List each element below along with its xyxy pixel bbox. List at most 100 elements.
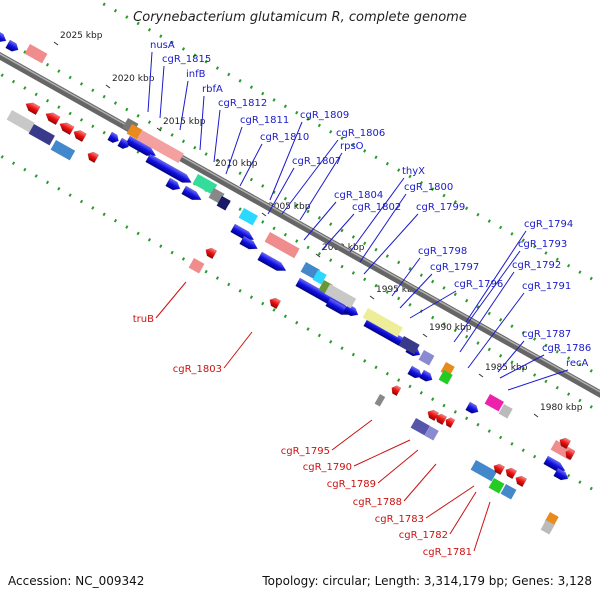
feature-shape <box>565 449 576 461</box>
forward-gene-label: cgR_1792 <box>512 260 561 271</box>
forward-gene-label: cgR_1791 <box>522 281 571 292</box>
feature-shape <box>343 303 359 317</box>
tick-mark <box>105 84 111 89</box>
feature-block <box>24 44 48 64</box>
feature-shape <box>493 463 506 476</box>
feature-block <box>484 394 504 412</box>
feature-block <box>438 370 453 385</box>
tick-mark <box>478 373 484 378</box>
tick-label: 2025 kbp <box>60 31 103 41</box>
forward-gene-label: cgR_1794 <box>524 219 573 230</box>
forward-gene-label: cgR_1802 <box>352 202 401 213</box>
tick-label: 1985 kbp <box>485 363 528 373</box>
forward-gene-leader <box>507 369 569 391</box>
forward-gene-leader <box>199 95 205 151</box>
feature-block <box>498 404 513 419</box>
forward-gene-leader <box>159 65 165 119</box>
feature-block <box>188 258 205 274</box>
feature-block <box>418 350 435 366</box>
feature-block <box>374 394 386 407</box>
feature-block <box>238 208 258 226</box>
feature-shape <box>257 251 287 271</box>
reverse-gene-leader <box>331 419 373 451</box>
reverse-gene-arrow <box>435 413 448 426</box>
forward-gene-leader <box>147 51 153 113</box>
reverse-gene-leader <box>425 485 475 519</box>
feature-block <box>126 124 143 140</box>
feature-shape <box>45 112 61 126</box>
forward-gene-arrow <box>5 39 19 52</box>
feature-block <box>484 394 504 412</box>
feature-block <box>6 110 35 133</box>
feature-shape <box>107 131 119 144</box>
forward-gene-label: cgR_1810 <box>260 132 309 143</box>
feature-block <box>398 336 420 355</box>
feature-block <box>540 520 555 535</box>
reverse-gene-label: truB <box>133 314 154 325</box>
feature-layer <box>0 29 576 535</box>
feature-block <box>300 262 320 280</box>
accession-text: Accession: NC_009342 <box>8 574 145 588</box>
reverse-gene-arrow <box>427 409 440 422</box>
forward-gene-leader <box>409 290 457 319</box>
forward-gene-label: infB <box>186 69 206 80</box>
forward-gene-leader <box>359 193 407 263</box>
feature-block <box>418 350 435 366</box>
feature-shape <box>435 413 448 426</box>
feature-shape <box>407 365 423 379</box>
feature-block <box>424 426 439 441</box>
feature-shape <box>427 409 440 422</box>
reverse-gene-label: cgR_1795 <box>281 446 330 457</box>
feature-block <box>136 130 184 164</box>
map-title: Corynebacterium glutamicum R, complete g… <box>133 10 467 25</box>
reverse-gene-leader <box>403 463 437 502</box>
forward-gene-leader <box>213 109 221 163</box>
feature-shape <box>465 401 479 414</box>
feature-block <box>188 258 205 274</box>
reverse-gene-arrow <box>45 112 61 126</box>
reverse-gene-label: cgR_1803 <box>173 364 222 375</box>
tick-label: 1980 kbp <box>540 403 583 413</box>
forward-gene-arrow <box>465 401 479 414</box>
feature-block <box>424 426 439 441</box>
forward-gene-label: cgR_1799 <box>416 202 465 213</box>
feature-block <box>362 308 403 338</box>
forward-gene-leader <box>281 139 339 215</box>
feature-block <box>264 232 300 259</box>
forward-gene-label: cgR_1812 <box>218 98 267 109</box>
feature-shape <box>515 475 528 488</box>
forward-gene-arrow <box>407 365 423 379</box>
feature-block <box>238 208 258 226</box>
feature-block <box>362 308 403 338</box>
reverse-gene-leader <box>353 439 411 467</box>
feature-block <box>136 130 184 164</box>
forward-gene-label: cgR_1807 <box>292 156 341 167</box>
forward-gene-label: nusA <box>150 40 175 51</box>
forward-gene-label: rbfA <box>202 84 223 95</box>
forward-gene-leader <box>267 167 295 215</box>
feature-shape <box>505 467 518 480</box>
forward-gene-arrow <box>419 369 433 382</box>
feature-block <box>540 520 555 535</box>
feature-shape <box>5 39 19 52</box>
forward-gene-arrow <box>325 297 351 315</box>
reverse-gene-label: cgR_1783 <box>375 514 424 525</box>
forward-gene-label: cgR_1787 <box>522 329 571 340</box>
feature-shape <box>239 235 258 250</box>
forward-gene-label: rpsO <box>340 141 364 152</box>
feature-block <box>216 196 231 211</box>
forward-gene-arrow <box>145 153 192 183</box>
reverse-gene-arrow <box>73 130 87 143</box>
reverse-gene-leader <box>155 281 187 319</box>
feature-shape <box>87 151 100 164</box>
forward-gene-arrow <box>117 137 129 150</box>
feature-block <box>410 418 430 436</box>
feature-block <box>24 44 48 64</box>
forward-gene-arrow <box>107 131 119 144</box>
feature-block <box>324 284 357 309</box>
tick-label: 2005 kbp <box>268 202 311 212</box>
reverse-gene-arrow <box>493 463 506 476</box>
forward-gene-leader <box>179 80 189 131</box>
forward-gene-leader <box>363 213 419 275</box>
